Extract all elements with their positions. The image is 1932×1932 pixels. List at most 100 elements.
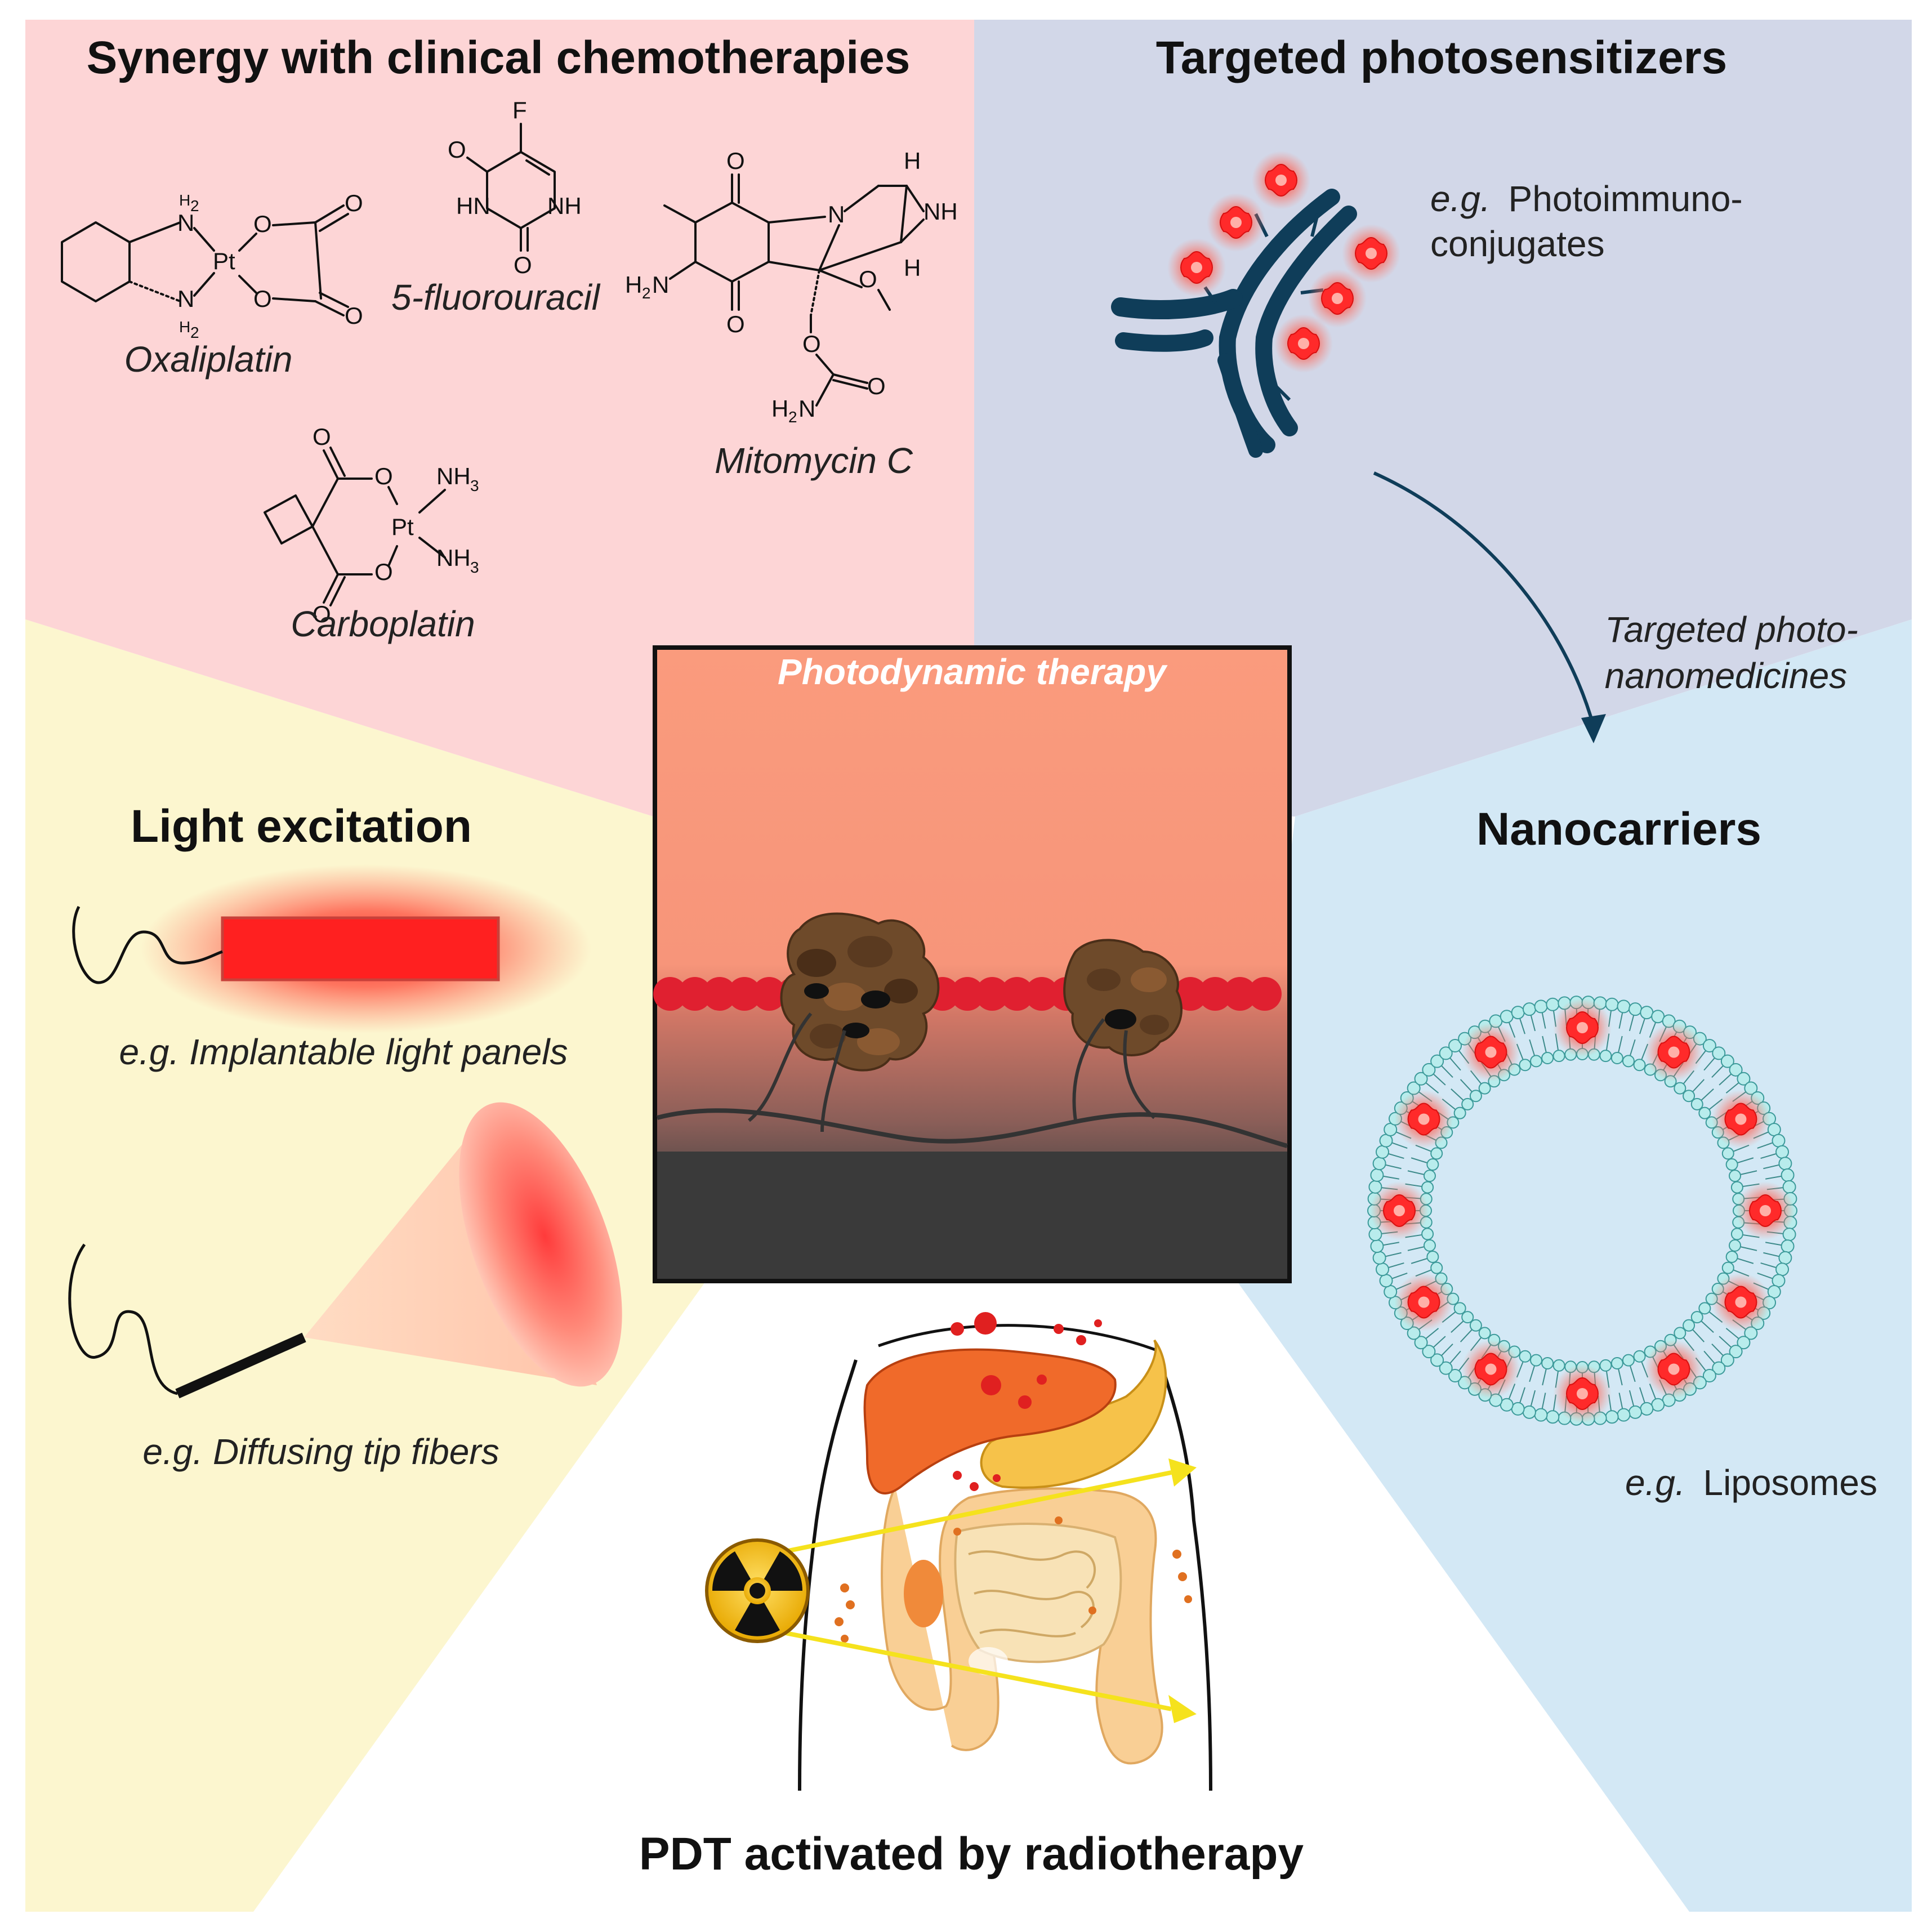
nanocarrier-sector xyxy=(1239,619,1912,1912)
lipid-head xyxy=(1430,1054,1444,1068)
arrow-label-line2: nanomedicines xyxy=(1605,655,1848,696)
lipid-head xyxy=(1522,1002,1536,1016)
mitomycin-label: Mitomycin C xyxy=(715,440,913,481)
lipid-head xyxy=(1622,1354,1635,1367)
light-example-1: e.g. Implantable light panels xyxy=(119,1032,568,1072)
lipid-head xyxy=(1461,1311,1474,1324)
oxaliplatin-label: Oxaliplatin xyxy=(124,339,293,380)
svg-text:NH: NH xyxy=(547,193,582,219)
lipid-head xyxy=(1546,1410,1560,1424)
abdomen-icon xyxy=(785,1312,1212,1791)
lipid-head xyxy=(1617,1000,1631,1014)
photosensitizer xyxy=(1369,1181,1429,1241)
lipid-head xyxy=(1712,1361,1726,1375)
arrow-label-line1: Targeted photo- xyxy=(1605,609,1858,650)
svg-text:O: O xyxy=(313,601,331,627)
lipid-head xyxy=(1599,1359,1612,1372)
targeted-example-line2: conjugates xyxy=(1430,224,1605,264)
photosensitizer xyxy=(1394,1089,1454,1149)
lipid-head xyxy=(1702,1038,1716,1052)
lipid-head xyxy=(1439,1046,1453,1060)
lipid-head xyxy=(1729,1239,1742,1252)
lipid-head xyxy=(1448,1038,1462,1052)
photosensitizer xyxy=(1735,1181,1795,1241)
svg-text:F: F xyxy=(512,97,527,123)
svg-text:NH: NH xyxy=(436,463,471,489)
lipid-head xyxy=(1534,1408,1548,1422)
vessel-cell xyxy=(1025,977,1059,1011)
lipid-head xyxy=(1599,1050,1612,1063)
lipid-head xyxy=(1737,1072,1751,1086)
photosensitizer xyxy=(1552,1364,1612,1424)
lipid-head xyxy=(1729,1345,1743,1359)
svg-text:H: H xyxy=(625,271,642,298)
lipid-head xyxy=(1379,1274,1393,1288)
svg-text:2: 2 xyxy=(190,324,199,341)
svg-text:O: O xyxy=(253,285,272,312)
targeted-example: e.g. Photoimmuno- xyxy=(1430,179,1743,219)
vessel-cell xyxy=(1000,977,1034,1011)
lipid-head xyxy=(1430,1147,1443,1160)
light-example-2: e.g. Diffusing tip fibers xyxy=(142,1431,499,1472)
lipid-head xyxy=(1721,1147,1734,1160)
lipid-head xyxy=(1423,1239,1436,1252)
lipid-head xyxy=(1546,997,1560,1011)
lipid-head xyxy=(1421,1228,1434,1241)
svg-text:3: 3 xyxy=(470,559,479,576)
targeted-title: Targeted photosensitizers xyxy=(1156,32,1728,83)
svg-text:Pt: Pt xyxy=(391,514,414,540)
lipid-head xyxy=(1426,1158,1439,1171)
svg-text:N: N xyxy=(652,271,669,298)
lipid-head xyxy=(1721,1261,1734,1274)
svg-text:H: H xyxy=(904,255,921,281)
svg-text:O: O xyxy=(313,423,331,450)
diffusing-fiber-icon xyxy=(68,1102,622,1399)
svg-text:N: N xyxy=(798,395,815,422)
lipid-head xyxy=(1422,1063,1436,1077)
lipid-head xyxy=(1674,1082,1686,1095)
photosensitizer xyxy=(1394,1272,1454,1332)
lipid-head xyxy=(1720,1054,1734,1068)
lipid-head xyxy=(1605,997,1619,1011)
blood-vessel xyxy=(653,977,1282,1011)
lipid-head xyxy=(1698,1106,1711,1119)
photosensitizer xyxy=(1711,1272,1771,1332)
lipid-head xyxy=(1375,1262,1389,1277)
lipid-head xyxy=(1712,1046,1726,1060)
lipid-head xyxy=(1729,1170,1742,1183)
svg-text:O: O xyxy=(867,373,886,399)
svg-text:2: 2 xyxy=(788,408,797,426)
lipid-head xyxy=(1610,1357,1623,1370)
svg-text:H: H xyxy=(179,318,190,336)
photosensitizer xyxy=(1552,998,1612,1058)
lipid-head xyxy=(1541,1357,1554,1370)
lipid-head xyxy=(1730,1228,1743,1241)
lipid-head xyxy=(1426,1250,1439,1263)
lipid-head xyxy=(1781,1239,1795,1253)
lipid-head xyxy=(1469,1319,1482,1332)
lipid-head xyxy=(1781,1168,1795,1182)
photosensitizer xyxy=(1644,1339,1704,1399)
lipid-head xyxy=(1778,1157,1792,1171)
vessel-cell xyxy=(678,977,712,1011)
fluorouracil-label: 5-fluorouracil xyxy=(391,277,601,318)
lipid-head xyxy=(1552,1359,1565,1372)
vessel-cell xyxy=(975,977,1009,1011)
lipid-head xyxy=(1448,1369,1462,1383)
svg-text:N: N xyxy=(177,209,194,236)
lipid-head xyxy=(1640,1006,1654,1020)
lipid-head xyxy=(1375,1145,1389,1159)
lipid-head xyxy=(1651,1398,1665,1412)
vessel-cell xyxy=(1223,977,1257,1011)
vessel-cell xyxy=(752,977,786,1011)
lipid-head xyxy=(1500,1010,1514,1024)
lipid-head xyxy=(1522,1405,1536,1419)
lipid-head xyxy=(1775,1262,1790,1277)
lipid-head xyxy=(1478,1327,1491,1340)
fluorouracil-structure: F O HN NH O xyxy=(448,97,582,278)
svg-text:O: O xyxy=(374,463,393,489)
light-panel-icon xyxy=(72,864,591,1033)
